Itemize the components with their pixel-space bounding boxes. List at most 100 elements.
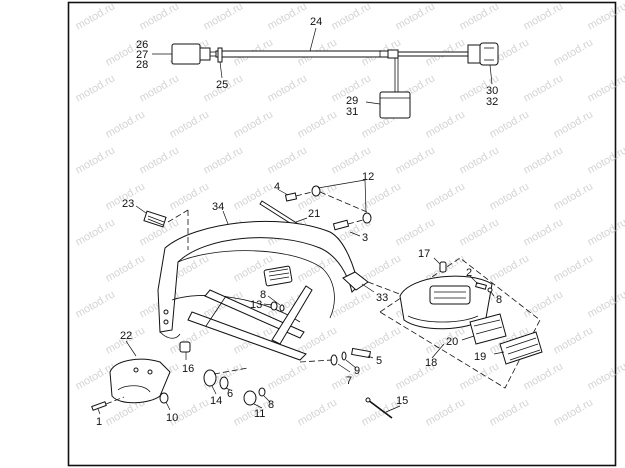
- callout-33: 33: [376, 292, 388, 304]
- fender-support-rail: [187, 311, 307, 361]
- right-connector: [479, 42, 499, 66]
- leader-8c: [263, 395, 271, 403]
- callout-34: 34: [212, 201, 224, 213]
- callout-23: 23: [122, 198, 134, 210]
- callout-9: 9: [354, 365, 360, 377]
- callout-7: 7: [346, 375, 352, 387]
- bulb-17: [439, 261, 447, 273]
- nut-12b: [362, 212, 372, 224]
- leader-24: [309, 27, 317, 52]
- main-harness-conduit: [215, 50, 389, 58]
- fender-hardware-lower: [91, 295, 401, 419]
- leader-9: [345, 359, 357, 369]
- callout-10: 10: [166, 412, 178, 424]
- callout-15: 15: [396, 395, 408, 407]
- leader-12b: [364, 179, 367, 213]
- washer-8c: [258, 387, 266, 397]
- callout-6: 6: [227, 388, 233, 400]
- callout-3: 3: [362, 232, 368, 244]
- reflector-lens-lines: [147, 215, 165, 226]
- leader-8b: [490, 291, 495, 297]
- callout-28: 28: [136, 59, 148, 71]
- nut-13: [270, 301, 278, 311]
- leader-12a: [317, 179, 366, 189]
- leader-18: [431, 343, 445, 359]
- leader-7: [337, 363, 351, 373]
- spacer-14: [203, 369, 217, 387]
- nut-12a: [311, 185, 321, 197]
- callout-8c: 8: [268, 399, 274, 411]
- callout-19: 19: [474, 351, 486, 363]
- callout-2: 2: [466, 267, 472, 279]
- callout-24: 24: [310, 16, 322, 28]
- fender-cross-brace: [205, 295, 227, 327]
- bracket-inner: [117, 385, 151, 393]
- callout-32: 32: [486, 96, 498, 108]
- bracket-hole: [147, 369, 153, 375]
- leader-10: [165, 401, 171, 411]
- leader-14: [211, 385, 217, 395]
- taillight-mount-outline: [379, 257, 541, 389]
- callout-13: 13: [250, 299, 262, 311]
- leader-2: [469, 275, 479, 285]
- lamp-19-lines: [505, 337, 541, 361]
- assembly-line-14: [213, 367, 249, 375]
- fender-shell: [157, 220, 359, 333]
- screw-1: [91, 401, 107, 411]
- bracket-hole-2: [133, 367, 139, 373]
- leader-22: [125, 340, 137, 357]
- callout-20: 20: [446, 336, 458, 348]
- callout-29: 29: [346, 95, 358, 107]
- callout-18: 18: [425, 357, 437, 369]
- spacer-11: [243, 390, 257, 406]
- rear-fender: [135, 205, 411, 361]
- left-connector: [171, 43, 201, 65]
- leader-23: [135, 205, 147, 214]
- leader-21: [295, 217, 308, 223]
- callout-21: 21: [308, 208, 320, 220]
- callout-17: 17: [418, 248, 430, 260]
- fender-hole: [163, 319, 169, 325]
- taillight-lens-lines: [434, 291, 466, 299]
- leader-33: [361, 283, 375, 293]
- leader-13: [263, 303, 273, 306]
- washer-8a: [279, 304, 285, 312]
- wiring-harness: [152, 27, 499, 119]
- leader-4: [278, 189, 289, 196]
- leader-17: [433, 257, 441, 265]
- leader-19: [493, 351, 505, 355]
- license-bracket: [109, 358, 171, 404]
- fender-inner-edge: [177, 250, 335, 319]
- bolt-5: [351, 347, 371, 359]
- fastener-3: [332, 219, 350, 231]
- taillight-lens: [429, 285, 471, 305]
- callout-16: 16: [182, 363, 194, 375]
- callout-1: 1: [96, 416, 102, 428]
- nut-10: [159, 392, 169, 404]
- leader-34: [222, 210, 229, 225]
- callout-25: 25: [216, 79, 228, 91]
- callout-31: 31: [346, 106, 358, 118]
- lens-20: [469, 313, 507, 345]
- washer-8b: [487, 287, 493, 293]
- wire-tie: [217, 47, 223, 63]
- fender-tip: [159, 331, 181, 339]
- fender-inner-curve: [171, 295, 301, 323]
- lens-20-lines: [473, 319, 503, 335]
- leader-29-31: [365, 101, 381, 105]
- leader-11: [253, 403, 263, 409]
- fender-hole-2: [163, 309, 169, 315]
- assembly-line-1: [105, 396, 125, 405]
- leader-6: [225, 387, 231, 391]
- housing-inner-curve: [407, 315, 479, 323]
- callout-8a: 8: [260, 289, 266, 301]
- leader-15: [385, 405, 401, 413]
- assembly-line-7: [299, 359, 333, 363]
- wire-15: [367, 399, 393, 419]
- leader-20: [461, 335, 475, 341]
- callout-4: 4: [274, 181, 280, 193]
- screw-2: [475, 282, 487, 290]
- harness-splice: [387, 49, 399, 59]
